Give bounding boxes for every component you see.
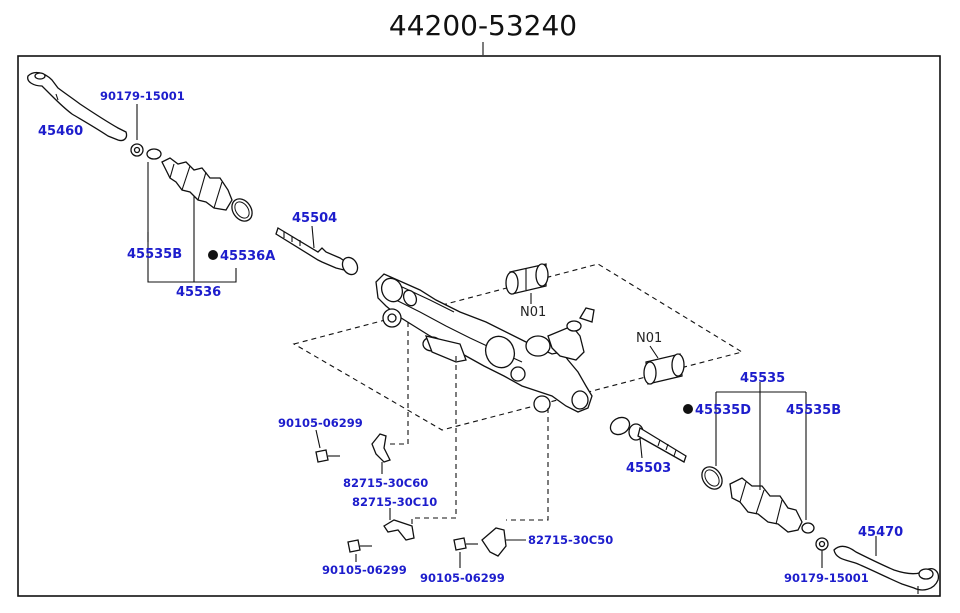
steering-gear-housing-part[interactable] [375,273,595,413]
leader-dashed-3 [506,408,549,521]
label-45504[interactable]: 45504 [292,211,337,226]
label-82715-30c60[interactable]: 82715-30C60 [343,476,428,490]
assembly-boundary-dashed [292,263,744,431]
small-clamp-left-part[interactable] [146,148,162,160]
label-n01-right[interactable]: N01 [636,331,662,346]
bullet-45536a [208,250,218,260]
housing-bushing-left[interactable] [382,308,402,328]
label-82715-30c50[interactable]: 82715-30C50 [528,533,613,547]
label-45503[interactable]: 45503 [626,461,671,476]
bracket-82715-30c50-part[interactable] [481,527,507,557]
label-45535b-left[interactable]: 45535B [127,247,182,262]
label-90179-15001-right[interactable]: 90179-15001 [784,571,869,585]
label-82715-30c10[interactable]: 82715-30C10 [352,495,437,509]
large-clamp-left-part[interactable] [228,195,257,225]
bracket-45536 [147,162,237,283]
bracket-45535 [715,382,807,520]
label-n01-top[interactable]: N01 [520,305,546,320]
small-clamp-right-part[interactable] [801,522,815,534]
bolt-90105-a-part[interactable] [315,449,340,463]
label-90179-15001-left[interactable]: 90179-15001 [100,89,185,103]
grommet-n01-right-part[interactable] [643,353,685,385]
rack-end-left-part[interactable] [275,227,361,277]
tie-rod-end-right-part[interactable] [833,545,940,594]
label-45536[interactable]: 45536 [176,285,221,300]
label-45535d[interactable]: 45535D [695,403,751,418]
label-90105-06299-a[interactable]: 90105-06299 [278,416,363,430]
bracket-82715-30c10-part[interactable] [383,519,415,541]
label-45470[interactable]: 45470 [858,525,903,540]
bullet-45535d [683,404,693,414]
rack-boot-right-part[interactable] [729,477,803,533]
nut-left-part[interactable] [130,143,144,157]
assembly-number-title: 44200-53240 [389,9,577,42]
leader-dashed-1 [388,322,409,445]
tie-rod-end-left-part[interactable] [27,71,128,142]
label-45535[interactable]: 45535 [740,371,785,386]
large-clamp-right-part[interactable] [698,463,727,493]
bracket-82715-30c60-part[interactable] [371,433,391,463]
label-90105-06299-c[interactable]: 90105-06299 [420,571,505,585]
bolt-90105-c-part[interactable] [453,537,478,551]
label-90105-06299-b[interactable]: 90105-06299 [322,563,407,577]
label-45460[interactable]: 45460 [38,124,83,139]
leader-dashed-2 [411,356,457,530]
grommet-n01-top-part[interactable] [505,263,549,295]
diagram-frame [17,55,941,597]
rack-boot-left-part[interactable] [161,157,233,211]
label-45535b-right[interactable]: 45535B [786,403,841,418]
nut-right-part[interactable] [815,537,829,551]
label-45536a[interactable]: 45536A [220,249,275,264]
rack-end-right-part[interactable] [607,414,687,463]
bolt-90105-b-part[interactable] [347,539,372,553]
